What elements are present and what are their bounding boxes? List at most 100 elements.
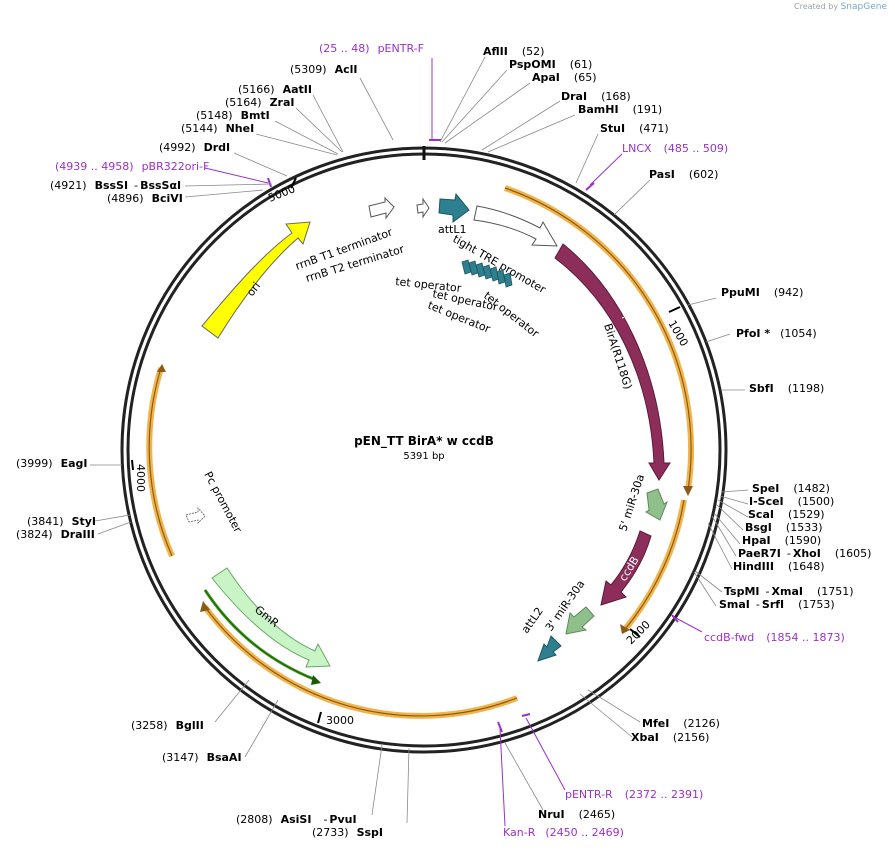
- leader-pspomi: [441, 69, 508, 143]
- leader-drai: [481, 100, 561, 151]
- site-bmti[interactable]: (5148)BmtI: [196, 109, 270, 122]
- site-pentr-r[interactable]: pENTR-R(2372 .. 2391): [565, 788, 703, 801]
- site-asisi[interactable]: (2808)AsiSI-PvuI: [236, 813, 357, 826]
- site-scai[interactable]: ScaI(1529): [748, 508, 825, 521]
- leader-apai: [444, 82, 531, 144]
- site-pfoi[interactable]: PfoI *(1054): [736, 327, 817, 340]
- attl2-label: attL2: [519, 605, 546, 636]
- pc-promoter-feature[interactable]: [185, 506, 206, 524]
- site-bsssi[interactable]: (4921)BssSI-BssSαI: [50, 179, 181, 192]
- leader-zrai: [295, 107, 343, 153]
- orf-arc-1-head: [683, 486, 693, 496]
- site-bcivi[interactable]: (4896)BciVI: [107, 192, 183, 205]
- site-pentr-f[interactable]: (25 .. 48)pENTR-F: [319, 42, 424, 55]
- site-bsaai[interactable]: (3147)BsaAI: [162, 751, 242, 764]
- orf-arc-3-head: [200, 601, 210, 612]
- site-ccdb-fwd[interactable]: ccdB-fwd(1854 .. 1873): [704, 631, 845, 644]
- site-paer7i[interactable]: PaeR7I-XhoI(1605): [738, 547, 871, 560]
- gmr-orf-line: [204, 589, 317, 681]
- tick-3000: [317, 711, 322, 724]
- leader-paer7i: [711, 515, 737, 557]
- rrnb-t1-feature[interactable]: [368, 196, 395, 220]
- site-drdi[interactable]: (4992)DrdI: [159, 141, 230, 154]
- site-stui[interactable]: StuI(471): [600, 122, 669, 135]
- leader-bamhi: [487, 114, 576, 153]
- tick-5000: [290, 177, 297, 189]
- leader-spei: [721, 489, 749, 493]
- leader-xbai: [579, 693, 633, 738]
- site-sbfi[interactable]: SbfI(1198): [749, 382, 824, 395]
- site-tspmi[interactable]: TspMI-XmaI(1751): [724, 585, 854, 598]
- site-bamhi[interactable]: BamHI(191): [578, 103, 662, 116]
- site-pasi[interactable]: PasI(602): [649, 168, 718, 181]
- tight-tre-feature[interactable]: [473, 205, 558, 247]
- orf-arc-2-line: [625, 499, 685, 629]
- site-sspi[interactable]: (2733)SspI: [312, 826, 383, 839]
- leader-mfei: [587, 689, 641, 723]
- site-draiii[interactable]: (3824)DraIII: [16, 528, 95, 541]
- attl1-feature[interactable]: [438, 192, 470, 223]
- site-nhei[interactable]: (5144)NheI: [181, 122, 254, 135]
- orf-arc-2-head: [620, 624, 630, 634]
- gmr-feature[interactable]: [211, 567, 331, 668]
- mir3-feature[interactable]: [565, 606, 595, 635]
- site-pspomi[interactable]: PspOMI(61): [509, 58, 592, 71]
- site-leaders: [90, 56, 749, 824]
- attl2-feature[interactable]: [537, 635, 562, 662]
- gmr-orf-head: [311, 675, 321, 685]
- ccdb-fwd-mark: [671, 614, 679, 623]
- leader-hindiii: [707, 522, 733, 570]
- tet-operators[interactable]: [461, 259, 513, 288]
- site-hindiii[interactable]: HindIII(1648): [733, 560, 825, 573]
- orf-arc-4: [146, 367, 175, 558]
- leader-styi: [94, 514, 131, 522]
- site-spei[interactable]: SpeI(1482): [752, 482, 830, 495]
- ccdb-feature[interactable]: [600, 530, 652, 606]
- rrnb-t2-feature[interactable]: [416, 197, 430, 219]
- site-hpai[interactable]: HpaI(1590): [742, 534, 821, 547]
- leader-sspi: [406, 747, 410, 824]
- site-zrai[interactable]: (5164)ZraI: [225, 96, 295, 109]
- site-acli[interactable]: (5309)AclI: [290, 63, 357, 76]
- plasmid-name: pEN_TT BirA* w ccdB: [354, 434, 494, 449]
- site-smai[interactable]: SmaI-SrfI(1753): [719, 598, 835, 611]
- site-xbai[interactable]: XbaI(2156): [631, 731, 709, 744]
- site-drai[interactable]: DraI(168): [561, 90, 631, 103]
- site-aatii[interactable]: (5166)AatII: [238, 83, 312, 96]
- site-kan-r[interactable]: Kan-R(2450 .. 2469): [503, 826, 624, 839]
- leader-asisi: [371, 744, 383, 816]
- site-bsgi[interactable]: BsgI(1533): [745, 521, 822, 534]
- leader-pfoi: [705, 333, 731, 343]
- tet-op-box[interactable]: [503, 272, 513, 288]
- pentr-r-leader: [525, 717, 566, 791]
- mir5-feature[interactable]: [645, 488, 669, 521]
- orf-arc-4-head: [157, 364, 166, 372]
- site-styi[interactable]: (3841)StyI: [27, 515, 96, 528]
- site-aflii[interactable]: AflII(52): [483, 45, 544, 58]
- pc-promoter-arrow[interactable]: [185, 506, 206, 524]
- site-lncx[interactable]: LNCX(485 .. 509): [622, 142, 728, 155]
- tick-2000: [629, 628, 641, 638]
- snapgene-credit: Created by SnapGene: [794, 2, 887, 12]
- site-ppumi[interactable]: PpuMI(942): [721, 286, 803, 299]
- leader-bglii: [214, 679, 250, 723]
- leader-iscei: [719, 495, 749, 505]
- bira-dash: [621, 314, 631, 319]
- site-pbr322[interactable]: (4939 .. 4958)pBR322ori-F: [55, 160, 209, 173]
- site-bglii[interactable]: (3258)BglII: [131, 719, 204, 732]
- site-apai[interactable]: ApaI(65): [532, 71, 597, 84]
- site-mfei[interactable]: MfeI(2126): [642, 717, 720, 730]
- site-nrui[interactable]: NruI(2465): [538, 808, 615, 821]
- tick-1000: [668, 306, 681, 313]
- orf-arc-3-line: [204, 606, 518, 717]
- pbr322-mark: [267, 177, 272, 188]
- leader-ppumi: [687, 297, 717, 306]
- bira-feature[interactable]: [554, 243, 671, 481]
- leader-bmti: [274, 120, 339, 155]
- site-iscei[interactable]: I-SceI(1500): [749, 495, 834, 508]
- backbone-outer: [120, 146, 728, 754]
- site-eagi[interactable]: (3999)EagI: [16, 457, 87, 470]
- leader-hpai: [713, 512, 741, 545]
- ori-feature[interactable]: [201, 221, 311, 339]
